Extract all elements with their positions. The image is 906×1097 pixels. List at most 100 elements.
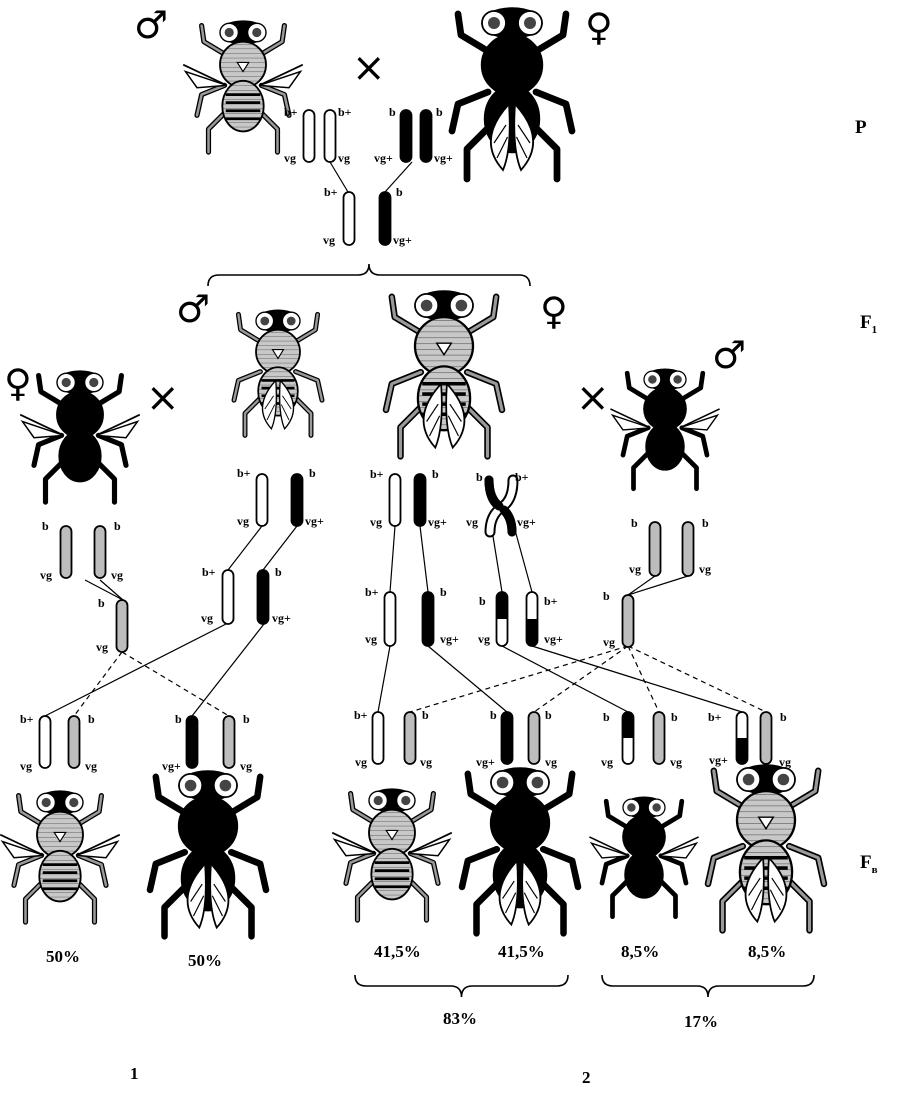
braces <box>207 263 815 998</box>
chromosome-exp1-gamete-1 <box>221 569 235 625</box>
allele-label: vg+ <box>517 515 536 529</box>
chromosome-fb1-3 <box>185 715 199 769</box>
allele-label: vg <box>201 611 213 625</box>
cross-sign-exp1: × <box>146 375 180 421</box>
gamete-line-dashed <box>73 651 123 717</box>
chromosome-exp2-male-1 <box>648 521 662 577</box>
allele-label: vg+ <box>272 611 291 625</box>
chromosome-exp2-gamete-2 <box>421 591 435 647</box>
gamete-line <box>514 529 533 593</box>
gamete-line-dashed <box>533 645 629 713</box>
gamete-line <box>627 575 656 596</box>
gamete-line <box>99 579 124 601</box>
allele-label: vg <box>20 759 32 773</box>
allele-label: vg+ <box>440 632 459 646</box>
gamete-line <box>191 623 265 717</box>
allele-label: b <box>631 516 638 530</box>
allele-label: vg <box>779 755 791 769</box>
chromosome-p-female-2 <box>419 109 433 163</box>
allele-label: vg <box>545 755 557 769</box>
allele-label: b+ <box>338 105 352 119</box>
chromosome-fb2-6 <box>652 711 666 765</box>
chromosome-fb1-1 <box>38 715 52 769</box>
allele-label: b+ <box>515 470 529 484</box>
male-symbol-p: ♂ <box>134 3 169 47</box>
chromosome-fb2-8 <box>759 711 773 765</box>
pct-exp2-gray-vestigial: 41,5% <box>374 942 421 961</box>
allele-label: vg+ <box>393 233 412 247</box>
allele-label: vg <box>670 755 682 769</box>
fly-fb2-black-vestigial <box>589 796 699 920</box>
allele-label: vg <box>323 233 335 247</box>
allele-label: vg <box>284 151 296 165</box>
allele-label: b+ <box>354 708 368 722</box>
allele-label: b <box>389 105 396 119</box>
allele-label: b <box>42 519 49 533</box>
generation-label-p: P <box>855 117 867 138</box>
allele-label: b <box>422 708 429 722</box>
allele-label: vg <box>603 635 615 649</box>
chromosome-p-gamete-2 <box>378 191 392 246</box>
allele-label: b+ <box>370 467 384 481</box>
gamete-line <box>377 645 391 713</box>
chromosome-exp2-gamete-1 <box>383 591 397 647</box>
allele-label: b <box>88 712 95 726</box>
allele-label: vg <box>40 568 52 582</box>
gamete-line <box>227 525 263 571</box>
allele-label: b <box>603 710 610 724</box>
allele-label: vg <box>111 568 123 582</box>
allele-label: b <box>603 589 610 603</box>
generation-label-f1: F1 <box>860 312 878 336</box>
chromosome-fb1-4 <box>222 715 236 769</box>
fly-f1-female-gray-normal <box>382 290 506 460</box>
fly-p-female-black-normal <box>448 7 576 183</box>
allele-label: vg <box>365 632 377 646</box>
gamete-line <box>501 645 629 713</box>
gamete-line <box>419 525 429 593</box>
allele-label: b+ <box>708 710 722 724</box>
allele-label: b <box>243 712 250 726</box>
allele-label: vg+ <box>544 632 563 646</box>
fly-exp2-male-black-vestigial <box>610 368 720 492</box>
female-symbol-p: ♀ <box>585 5 613 49</box>
gamete-line <box>389 525 396 593</box>
chromosome-exp1-gamete-2 <box>256 569 270 625</box>
chromosome-fb2-1 <box>371 711 385 765</box>
allele-label: b <box>275 565 282 579</box>
chromosome-exp2-gamete-3 <box>495 591 509 647</box>
allele-label: vg <box>355 755 367 769</box>
allele-label: vg <box>478 632 490 646</box>
gamete-line <box>84 579 124 601</box>
chromosome-fb1-2 <box>67 715 81 769</box>
allele-label: vg+ <box>428 515 447 529</box>
allele-label: b <box>490 708 497 722</box>
chromosome-fb2-4 <box>527 711 541 765</box>
allele-label: vg+ <box>305 514 324 528</box>
allele-label: vg+ <box>476 755 495 769</box>
allele-label: vg <box>629 562 641 576</box>
gamete-line <box>384 161 413 193</box>
allele-label: vg <box>699 562 711 576</box>
allele-label: vg <box>370 515 382 529</box>
experiment-number-2: 2 <box>582 1068 591 1087</box>
allele-label: vg+ <box>434 151 453 165</box>
allele-label: vg+ <box>709 753 728 767</box>
gamete-line-dashed <box>409 645 629 713</box>
allele-label: vg <box>601 755 613 769</box>
cross-sign-p: × <box>352 45 386 91</box>
gamete-line-dashed <box>627 645 660 713</box>
allele-label: b <box>436 105 443 119</box>
chromosome-fb2-2 <box>403 711 417 765</box>
fly-p-male-gray-vestigial <box>182 20 304 155</box>
pct-noncrossover-total: 83% <box>443 1009 477 1028</box>
chromosome-exp2-gamete-male <box>621 594 635 648</box>
cross-lines <box>44 161 767 717</box>
fly-fb2-black-normal <box>458 767 582 937</box>
experiment-number-1: 1 <box>130 1064 139 1083</box>
gamete-line <box>427 645 508 713</box>
fly-fb1-black-normal <box>146 770 270 940</box>
allele-label: b <box>396 185 403 199</box>
gamete-line-dashed <box>627 645 767 713</box>
